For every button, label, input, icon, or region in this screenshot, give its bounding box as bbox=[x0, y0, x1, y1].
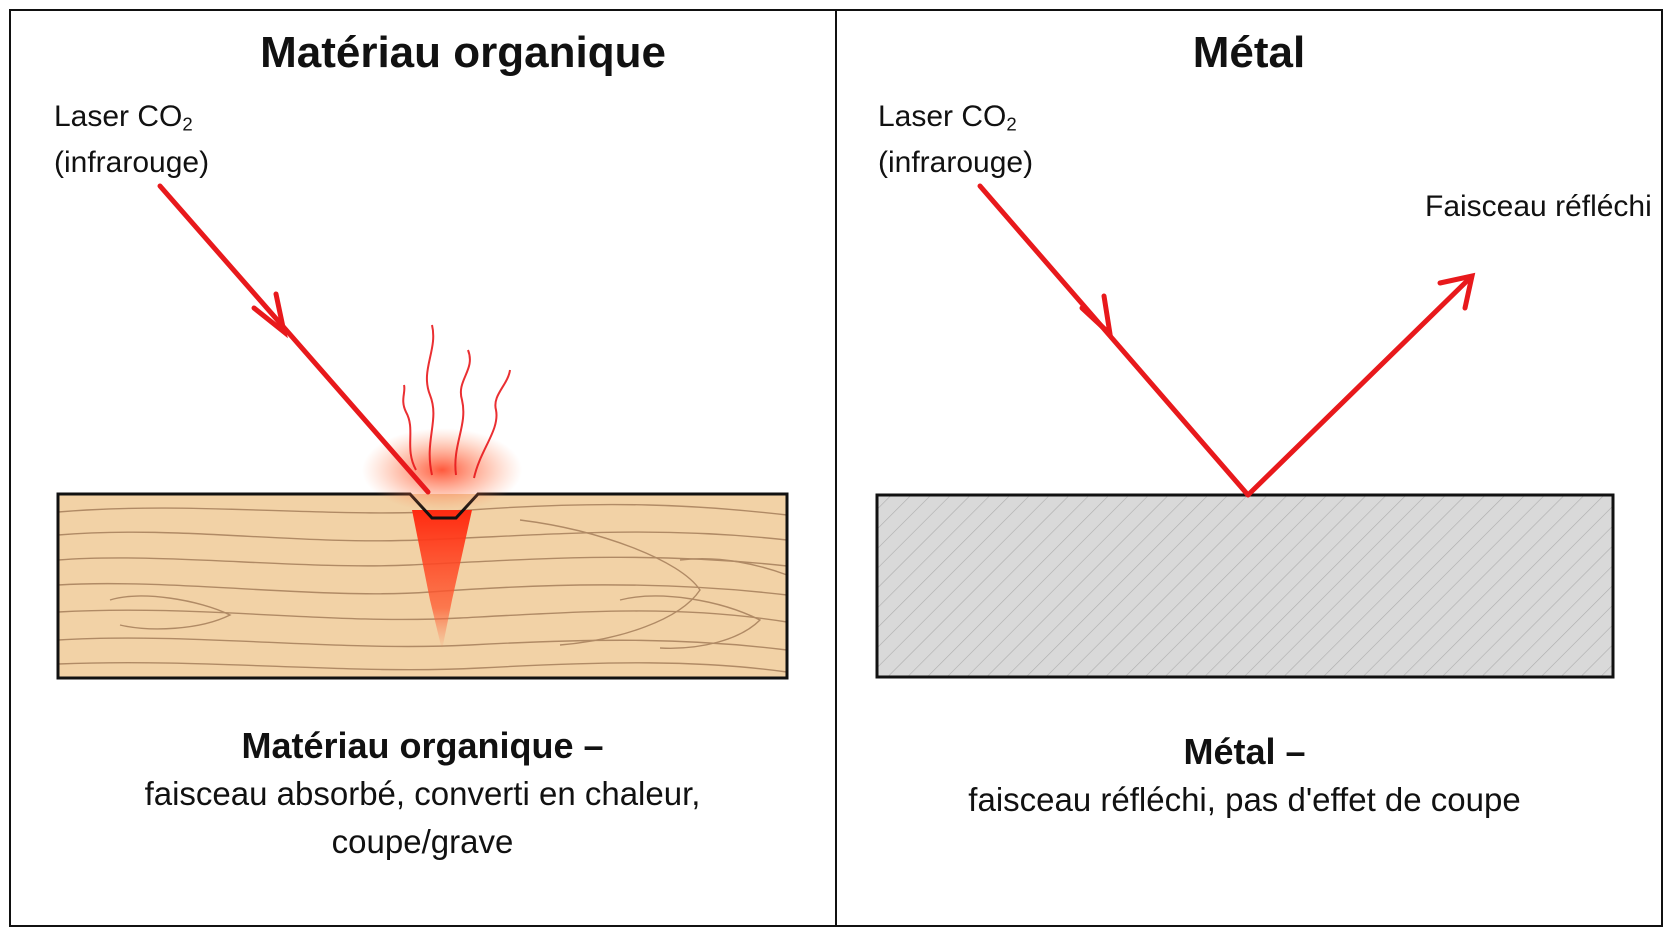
right-caption-line1: faisceau réfléchi, pas d'effet de coupe bbox=[968, 781, 1521, 818]
left-caption-line1: faisceau absorbé, converti en chaleur, bbox=[144, 775, 701, 812]
laser-beam-arrow bbox=[977, 183, 1251, 498]
right-laser-label: Laser CO2 (infrarouge) bbox=[878, 98, 1033, 182]
heat-smoke-icon bbox=[362, 324, 522, 512]
left-caption-line2: coupe/grave bbox=[331, 823, 514, 860]
left-laser-label: Laser CO2 (infrarouge) bbox=[54, 98, 209, 182]
left-panel-title: Matériau organique bbox=[260, 28, 666, 77]
left-laser-label-main: Laser CO bbox=[54, 100, 183, 133]
metal-block bbox=[875, 493, 1615, 679]
left-laser-label-line1: Laser CO2 bbox=[54, 98, 209, 144]
left-caption-title: Matériau organique – bbox=[241, 725, 604, 766]
right-panel-title: Métal bbox=[1192, 28, 1306, 77]
right-caption-title: Métal – bbox=[1183, 731, 1306, 772]
heat-penetration bbox=[412, 510, 472, 650]
right-caption: Métal – faisceau réfléchi, pas d'effet d… bbox=[878, 728, 1611, 824]
reflected-beam-label: Faisceau réfléchi bbox=[1425, 190, 1652, 223]
right-laser-label-sub: 2 bbox=[1006, 113, 1017, 135]
right-laser-label-line2: (infrarouge) bbox=[878, 145, 1034, 179]
left-laser-label-sub: 2 bbox=[182, 113, 193, 135]
reflected-beam-arrow bbox=[1245, 272, 1476, 498]
left-caption: Matériau organique – faisceau absorbé, c… bbox=[60, 722, 785, 866]
right-laser-label-main: Laser CO bbox=[878, 100, 1007, 133]
laser-beam-arrow bbox=[157, 183, 431, 495]
wood-block bbox=[56, 492, 789, 680]
right-laser-label-line1: Laser CO2 bbox=[878, 98, 1033, 144]
wood-grain bbox=[58, 503, 787, 673]
left-laser-label-line2: (infrarouge) bbox=[54, 145, 210, 179]
